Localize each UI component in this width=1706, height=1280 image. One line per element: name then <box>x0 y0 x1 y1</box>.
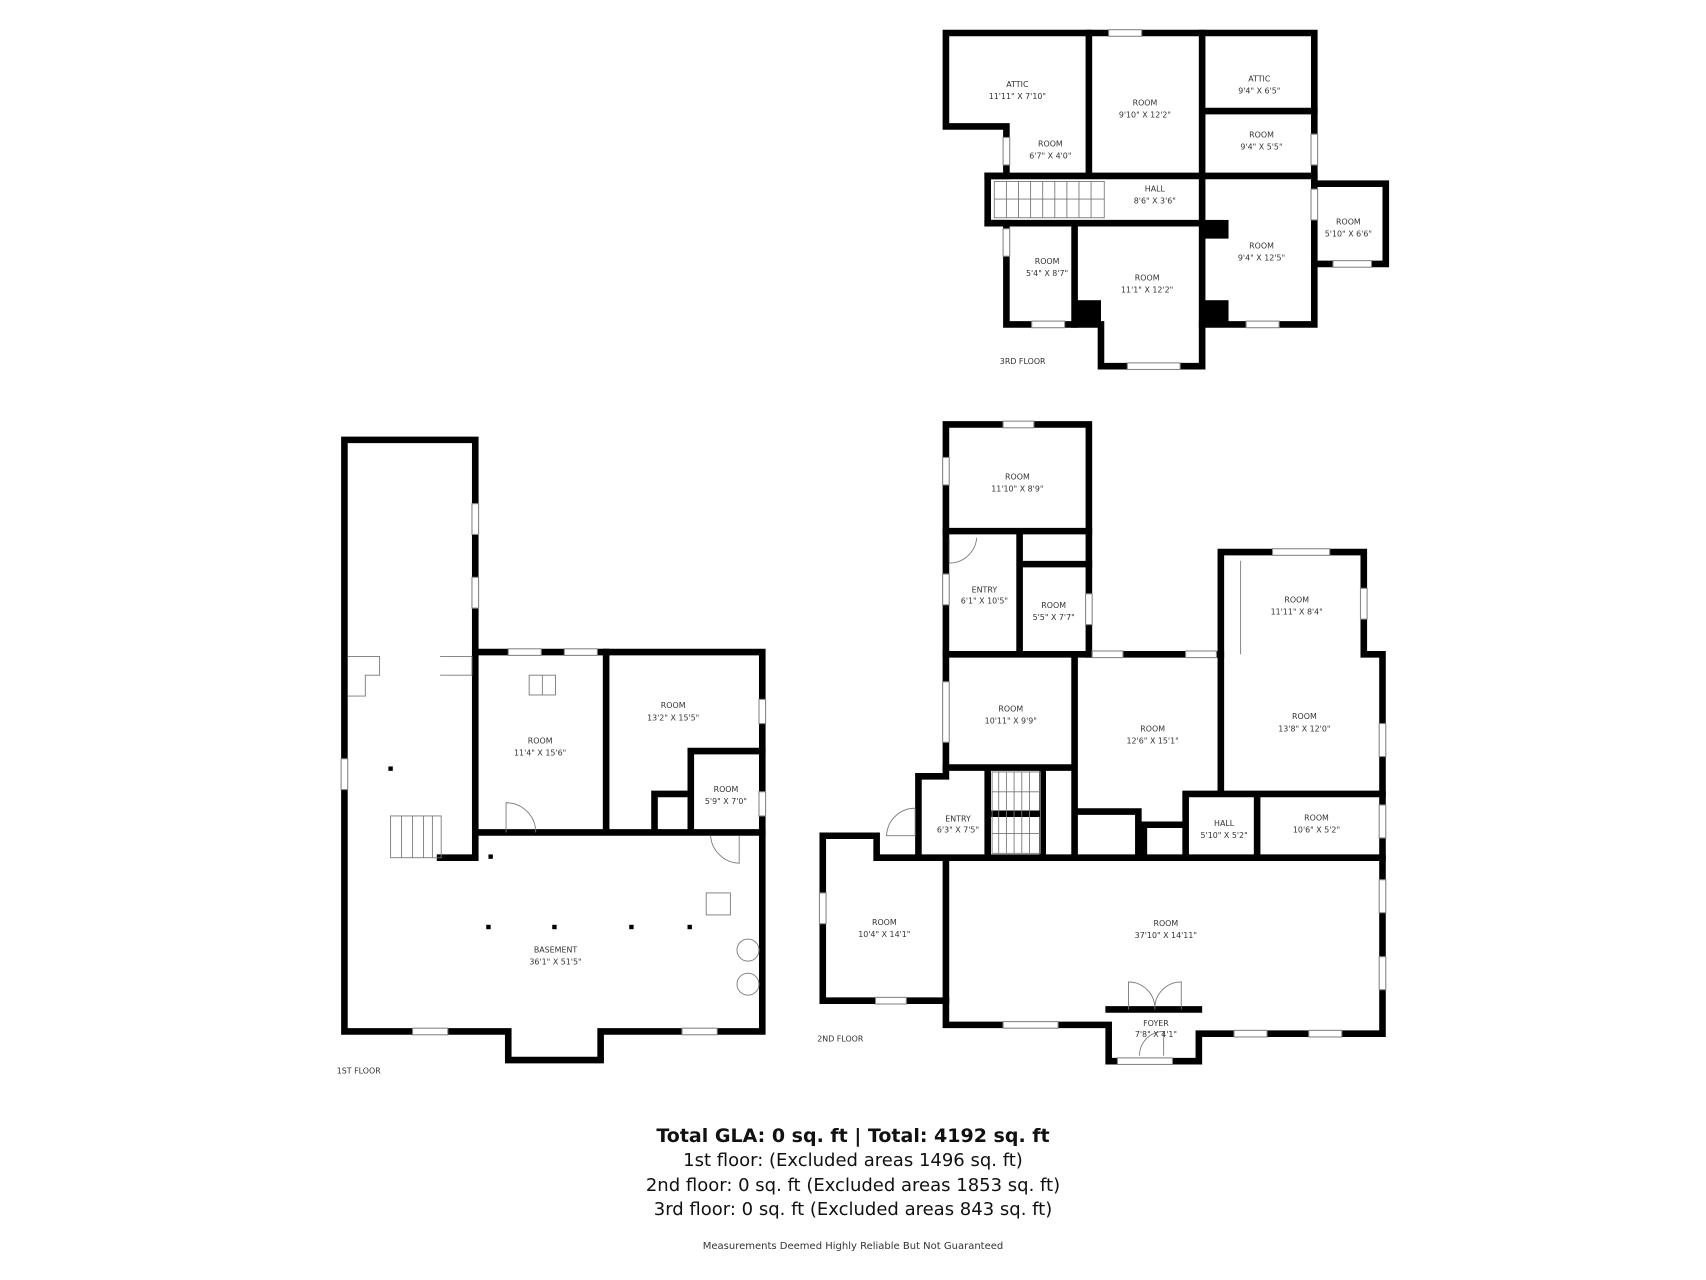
first-floor-area: 1st floor: (Excluded areas 1496 sq. ft) <box>683 1150 1023 1171</box>
room-dims: 10'6" X 5'2" <box>1293 825 1340 834</box>
room-dims: 6'3" X 7'5" <box>937 825 979 834</box>
room-name: ATTIC <box>1248 74 1271 83</box>
room-name: ROOM <box>1135 273 1160 282</box>
room-name: BASEMENT <box>534 945 578 954</box>
room-dims: 36'1" X 51'5" <box>529 957 581 966</box>
room-name: ROOM <box>1304 813 1329 822</box>
room-name: ROOM <box>1038 139 1063 148</box>
room-dims: 10'4" X 14'1" <box>858 930 910 939</box>
room-labels-second: ROOM 11'10" X 8'9" ENTRY 6'1" X 10'5" RO… <box>858 472 1340 1039</box>
sink-icon <box>528 674 556 696</box>
room-dims: 13'8" X 12'0" <box>1278 724 1330 733</box>
room-dims: 12'6" X 15'1" <box>1127 736 1179 745</box>
room-dims: 11'1" X 12'2" <box>1121 286 1173 295</box>
room-name: HALL <box>1214 819 1235 828</box>
room-name: ATTIC <box>1006 80 1029 89</box>
room-dims: 7'8" X 4'1" <box>1135 1030 1177 1039</box>
third-floor-plan: ATTIC 11'11" X 7'10" ROOM 9'10" X 12'2" … <box>942 29 1390 371</box>
room-dims: 6'7" X 4'0" <box>1029 151 1071 160</box>
room-dims: 9'10" X 12'2" <box>1119 111 1171 120</box>
first-floor-plan: ROOM 11'4" X 15'6" ROOM 13'2" X 15'5" RO… <box>337 436 767 1075</box>
room-dims: 6'1" X 10'5" <box>961 597 1008 606</box>
room-name: ROOM <box>714 785 739 794</box>
room-dims: 9'4" X 6'5" <box>1238 86 1280 95</box>
second-floor-plan: ROOM 11'10" X 8'9" ENTRY 6'1" X 10'5" RO… <box>817 420 1387 1066</box>
room-name: ROOM <box>1153 919 1178 928</box>
third-floor-area: 3rd floor: 0 sq. ft (Excluded areas 843 … <box>653 1199 1053 1220</box>
room-dims: 11'11" X 8'4" <box>1271 608 1323 617</box>
disclaimer: Measurements Deemed Highly Reliable But … <box>702 1241 1004 1252</box>
french-door-swing <box>1128 981 1182 1010</box>
room-name: HALL <box>1145 184 1166 193</box>
room-dims: 5'5" X 7'7" <box>1033 613 1075 622</box>
staircase <box>991 771 1041 854</box>
room-dims: 8'6" X 3'6" <box>1134 196 1176 205</box>
room-name: ROOM <box>998 704 1023 713</box>
room-dims: 37'10" X 14'11" <box>1135 931 1197 940</box>
room-dims: 5'9" X 7'0" <box>705 797 747 806</box>
staircase <box>993 181 1105 219</box>
room-dims: 10'11" X 9'9" <box>985 717 1037 726</box>
room-dims: 13'2" X 15'5" <box>647 713 699 722</box>
room-dims: 11'11" X 7'10" <box>989 92 1046 101</box>
room-name: ROOM <box>1140 724 1165 733</box>
door-swing <box>505 802 537 833</box>
room-name: ROOM <box>1041 601 1066 610</box>
room-name: ROOM <box>1292 712 1317 721</box>
room-dims: 5'4" X 8'7" <box>1026 269 1068 278</box>
water-heater-icon <box>736 938 760 962</box>
room-labels-first: ROOM 11'4" X 15'6" ROOM 13'2" X 15'5" RO… <box>514 701 747 966</box>
room-name: ROOM <box>1133 99 1158 108</box>
room-dims: 11'10" X 8'9" <box>991 485 1043 494</box>
door-swing <box>948 537 978 564</box>
floor-label-first: 1ST FLOOR <box>337 1066 382 1075</box>
room-name: ENTRY <box>972 586 998 595</box>
room-dims: 9'4" X 5'5" <box>1240 143 1282 152</box>
room-name: ROOM <box>1284 596 1309 605</box>
room-name: ROOM <box>1005 472 1030 481</box>
staircase <box>390 815 442 859</box>
room-dims: 9'4" X 12'5" <box>1238 254 1285 263</box>
floor-label-third: 3RD FLOOR <box>1000 357 1046 366</box>
door-swing <box>1139 1031 1165 1056</box>
room-name: ROOM <box>1035 257 1060 266</box>
room-labels-third: ATTIC 11'11" X 7'10" ROOM 9'10" X 12'2" … <box>989 74 1372 294</box>
room-name: FOYER <box>1143 1019 1169 1028</box>
second-floor-area: 2nd floor: 0 sq. ft (Excluded areas 1853… <box>645 1175 1061 1196</box>
room-name: ROOM <box>661 701 686 710</box>
room-name: ROOM <box>528 736 553 745</box>
room-name: ROOM <box>1249 242 1274 251</box>
room-dims: 5'10" X 5'2" <box>1201 831 1248 840</box>
total-area-summary: Total GLA: 0 sq. ft | Total: 4192 sq. ft <box>656 1125 1050 1147</box>
floor-label-second: 2ND FLOOR <box>817 1034 864 1043</box>
room-name: ENTRY <box>945 814 971 823</box>
water-heater-icon <box>736 972 760 996</box>
room-name: ROOM <box>1336 217 1361 226</box>
room-dims: 5'10" X 6'6" <box>1325 229 1372 238</box>
room-name: ROOM <box>1249 130 1274 139</box>
room-dims: 11'4" X 15'6" <box>514 748 566 757</box>
door-swing <box>710 835 740 864</box>
door-swing <box>886 807 916 837</box>
room-name: ROOM <box>872 918 897 927</box>
